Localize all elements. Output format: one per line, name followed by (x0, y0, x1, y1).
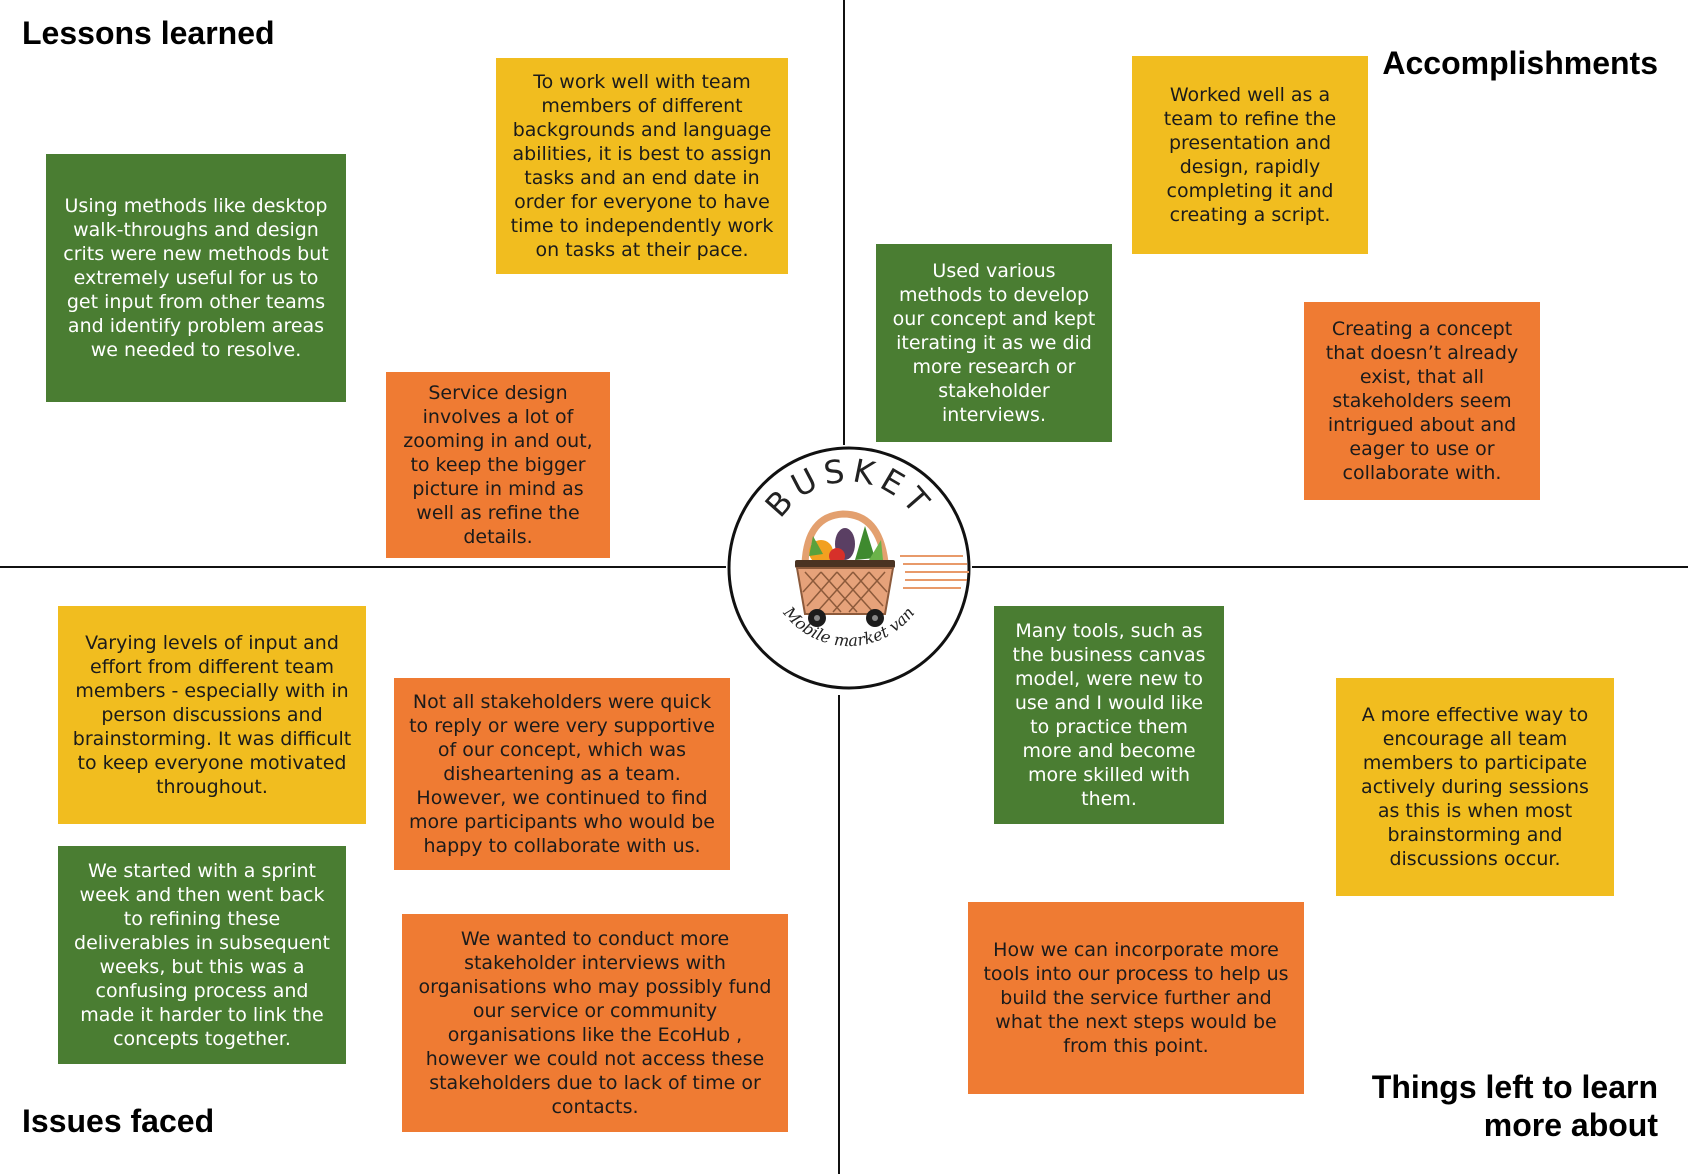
sticky-note: Service design involves a lot of zooming… (386, 372, 610, 558)
sticky-note: How we can incorporate more tools into o… (968, 902, 1304, 1094)
sticky-note-text: Worked well as a team to refine the pres… (1163, 84, 1337, 226)
sticky-note: Using methods like desktop walk-throughs… (46, 154, 346, 402)
vertical-divider-bottom (838, 695, 840, 1174)
sticky-note-text: Not all stakeholders were quick to reply… (409, 691, 715, 857)
basket-van-icon (795, 510, 969, 627)
horizontal-divider-left (0, 566, 726, 568)
sticky-note: We started with a sprint week and then w… (58, 846, 346, 1064)
vertical-divider-top (843, 0, 845, 445)
sticky-note-text: We started with a sprint week and then w… (74, 860, 330, 1050)
sticky-note: To work well with team members of differ… (496, 58, 788, 274)
sticky-note: Varying levels of input and effort from … (58, 606, 366, 824)
horizontal-divider-right (972, 566, 1688, 568)
heading-lessons-learned: Lessons learned (22, 15, 275, 51)
sticky-note-text: Service design involves a lot of zooming… (403, 382, 593, 548)
sticky-note-text: To work well with team members of differ… (510, 71, 774, 261)
sticky-note-text: Varying levels of input and effort from … (72, 632, 352, 798)
heading-issues-faced: Issues faced (22, 1103, 215, 1139)
sticky-note: We wanted to conduct more stakeholder in… (402, 914, 788, 1132)
sticky-note-text: How we can incorporate more tools into o… (983, 939, 1289, 1057)
sticky-note-text: Using methods like desktop walk-throughs… (63, 195, 329, 361)
sticky-note: Creating a concept that doesn’t already … (1304, 302, 1540, 500)
sticky-note: A more effective way to encourage all te… (1336, 678, 1614, 896)
sticky-note-text: A more effective way to encourage all te… (1361, 704, 1589, 870)
sticky-note-text: Used various methods to develop our conc… (892, 260, 1096, 426)
sticky-note-text: Creating a concept that doesn’t already … (1325, 318, 1519, 484)
sticky-note: Used various methods to develop our conc… (876, 244, 1112, 442)
heading-accomplishments: Accomplishments (1382, 45, 1658, 81)
sticky-note-text: Many tools, such as the business canvas … (1012, 620, 1206, 810)
sticky-note-text: We wanted to conduct more stakeholder in… (418, 928, 772, 1118)
sticky-note: Worked well as a team to refine the pres… (1132, 56, 1368, 254)
sticky-note: Not all stakeholders were quick to reply… (394, 678, 730, 870)
heading-things-left: Things left to learn more about (1371, 1069, 1658, 1143)
busket-logo: BUSKET Mobile market van (727, 446, 971, 690)
sticky-note: Many tools, such as the business canvas … (994, 606, 1224, 824)
